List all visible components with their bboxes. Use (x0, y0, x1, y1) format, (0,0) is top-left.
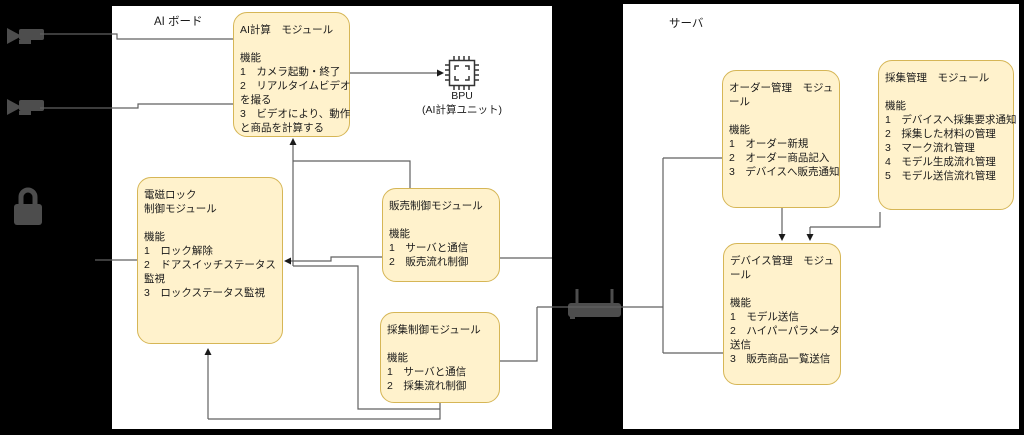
text-line: 3 ロックステータス監視 (144, 287, 266, 299)
text-line: 2 ドアスイッチステータス (144, 259, 276, 271)
text-line: 送信 (730, 339, 751, 351)
module-lock-control: 電磁ロック制御モジュール機能 1 ロック解除 2 ドアスイッチステータス監視 3 ロッ… (137, 177, 283, 344)
text-line: 電磁ロック (144, 189, 197, 201)
module-collect-control: 採集制御モジュール機能 1 サーバと通信 2 採集流れ制御 (380, 312, 500, 403)
text-line: 3 販売商品一覧送信 (730, 353, 831, 365)
text-line: 機能 (387, 352, 408, 364)
text-line: 3 デバイスへ販売通知 (729, 166, 840, 178)
text-line: 1 オーダー新規 (729, 138, 809, 150)
video-camera-icon (7, 99, 44, 115)
server-label: サーバ (669, 18, 704, 30)
text-line (240, 37, 343, 51)
text-line: 1 デバイスへ採集要求通知 (885, 114, 1017, 126)
module-collect-mgmt: 採集管理 モジュール機能 1 デバイスへ採集要求通知 2 採集した材料の管理 3 マー… (878, 60, 1017, 210)
text-line: 採集管理 モジュール (885, 72, 990, 84)
module-device-mgmt: デバイス管理 モジュール機能 1 モデル送信 2 ハイパーパラメータ送信 3 販売商品… (723, 243, 841, 385)
cpu-chip-icon (445, 56, 479, 90)
bpu-title: BPU (451, 90, 473, 102)
text-line (387, 337, 493, 351)
text-line: 2 ハイパーパラメータ (730, 325, 840, 337)
text-line: 1 カメラ起動・終了 (240, 66, 341, 78)
text-line (389, 213, 493, 227)
text-line: と商品を計算する (240, 122, 324, 134)
text-line: ール (730, 269, 751, 281)
text-line: 機能 (885, 100, 906, 112)
text-line: 機能 (729, 124, 750, 136)
video-camera-icon (7, 28, 44, 44)
text-line: 1 サーバと通信 (389, 242, 469, 254)
padlock-icon (14, 187, 42, 225)
text-line: 機能 (240, 52, 261, 64)
text-line: 1 サーバと通信 (387, 366, 467, 378)
text-line: 2 採集流れ制御 (387, 380, 467, 392)
text-line: AI計算 モジュール (240, 24, 334, 36)
text-line: 制御モジュール (144, 203, 217, 215)
text-line: 監視 (144, 273, 165, 285)
text-line: 機能 (730, 297, 751, 309)
text-line: 3 マーク流れ管理 (885, 142, 975, 154)
text-line: 1 モデル送信 (730, 311, 799, 323)
text-line: 2 リアルタイムビデオ (240, 80, 351, 92)
module-order-mgmt: オーダー管理 モジュール機能 1 オーダー新規 2 オーダー商品記入 3 デバイスへ販… (722, 70, 840, 208)
wifi-router-icon (568, 289, 621, 319)
text-line (729, 109, 833, 123)
text-line: 採集制御モジュール (387, 324, 481, 336)
text-line: 1 ロック解除 (144, 245, 213, 257)
text-line: 2 販売流れ制御 (389, 256, 469, 268)
text-line: 機能 (144, 231, 165, 243)
text-line (885, 85, 1007, 99)
bpu-subtitle: (AI計算ユニット) (422, 104, 502, 116)
text-line (730, 282, 834, 296)
text-line: オーダー管理 モジュ (729, 82, 834, 94)
bpu-label: BPU (AI計算ユニット) (402, 90, 522, 118)
ai-board-label: AI ボード (154, 16, 203, 28)
text-line: 5 モデル送信流れ管理 (885, 170, 996, 182)
text-line: 2 採集した材料の管理 (885, 128, 996, 140)
module-ai-compute: AI計算 モジュール機能 1 カメラ起動・終了 2 リアルタイムビデオを撮る 3 ビデ… (233, 12, 351, 137)
text-line: 4 モデル生成流れ管理 (885, 156, 996, 168)
text-line: 機能 (389, 228, 410, 240)
text-line: デバイス管理 モジュ (730, 255, 834, 267)
text-line (144, 216, 276, 230)
text-line: ール (729, 96, 750, 108)
text-line: 2 オーダー商品記入 (729, 152, 830, 164)
text-line: 3 ビデオにより、動作 (240, 108, 351, 120)
text-line: を撮る (240, 94, 272, 106)
module-sales-control: 販売制御モジュール機能 1 サーバと通信 2 販売流れ制御 (382, 188, 500, 282)
text-line: 販売制御モジュール (389, 200, 483, 212)
